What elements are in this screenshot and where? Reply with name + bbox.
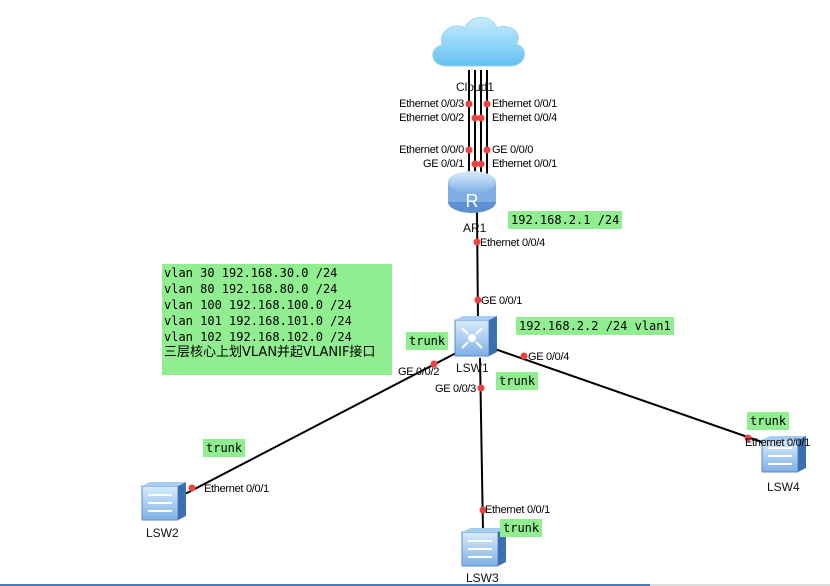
note-line: vlan 102 192.168.102.0 /24 xyxy=(164,330,352,344)
port-label: GE 0/0/4 xyxy=(528,351,570,363)
l3-switch-icon[interactable] xyxy=(454,316,497,357)
link-lsw1-lsw4[interactable] xyxy=(491,347,763,443)
port-label: Ethernet 0/0/4 xyxy=(492,112,557,124)
port-label: Ethernet 0/0/1 xyxy=(204,483,269,495)
note-line: vlan 80 192.168.80.0 /24 xyxy=(164,282,338,296)
port-label: GE 0/0/1 xyxy=(481,295,523,307)
trunk-label: trunk xyxy=(747,412,790,430)
note-line: vlan 30 192.168.30.0 /24 xyxy=(164,266,338,280)
router-label: AR1 xyxy=(463,221,487,235)
cloud-label: Cloud1 xyxy=(456,80,495,94)
switch-lsw2-icon[interactable] xyxy=(141,482,186,521)
switch-lsw3-icon[interactable] xyxy=(461,528,506,567)
port-label: Ethernet 0/0/1 xyxy=(745,437,810,449)
port-label: Ethernet 0/0/2 xyxy=(399,112,464,124)
lsw2-label: LSW2 xyxy=(146,526,179,540)
port-label: GE 0/0/0 xyxy=(492,144,534,156)
port-label: Ethernet 0/0/3 xyxy=(399,98,464,110)
svg-text:R: R xyxy=(466,191,479,211)
port-label: GE 0/0/1 xyxy=(422,158,464,170)
cloud-icon[interactable] xyxy=(432,17,525,67)
horizontal-scrollbar[interactable] xyxy=(0,584,830,586)
port-label: Ethernet 0/0/0 xyxy=(399,144,464,156)
vlan-note: vlan 30 192.168.30.0 /24 vlan 80 192.168… xyxy=(162,264,392,375)
trunk-label: trunk xyxy=(496,372,539,390)
link-ar1-lsw1[interactable] xyxy=(476,211,479,323)
link-lsw1-lsw2[interactable] xyxy=(184,351,459,495)
router-icon[interactable]: R xyxy=(448,171,496,213)
note-line: vlan 101 192.168.101.0 /24 xyxy=(164,314,352,328)
port-label: Ethernet 0/0/1 xyxy=(492,158,557,170)
lsw3-label: LSW3 xyxy=(466,571,499,585)
switch-lsw4-icon[interactable] xyxy=(761,436,806,473)
port-label: Ethernet 0/0/4 xyxy=(480,237,545,249)
ar1-ip-label: 192.168.2.1 /24 xyxy=(508,211,623,229)
trunk-label: trunk xyxy=(406,332,449,350)
trunk-label: trunk xyxy=(203,439,246,457)
lsw4-label: LSW4 xyxy=(767,480,800,494)
note-caption: 三层核心上划VLAN并起VLANIF接口 xyxy=(164,345,376,360)
scrollbar-thumb[interactable] xyxy=(0,584,650,586)
port-dots xyxy=(188,100,752,514)
port-label: Ethernet 0/0/1 xyxy=(492,98,557,110)
port-label: GE 0/0/3 xyxy=(434,383,476,395)
lsw1-label: LSW1 xyxy=(456,361,489,375)
trunk-label: trunk xyxy=(500,519,543,537)
note-line: vlan 100 192.168.100.0 /24 xyxy=(164,298,352,312)
port-label: GE 0/0/2 xyxy=(398,366,440,378)
link-lsw1-lsw3[interactable] xyxy=(479,357,484,533)
port-label: Ethernet 0/0/1 xyxy=(485,504,550,516)
lsw1-ip-label: 192.168.2.2 /24 vlan1 xyxy=(516,317,674,335)
